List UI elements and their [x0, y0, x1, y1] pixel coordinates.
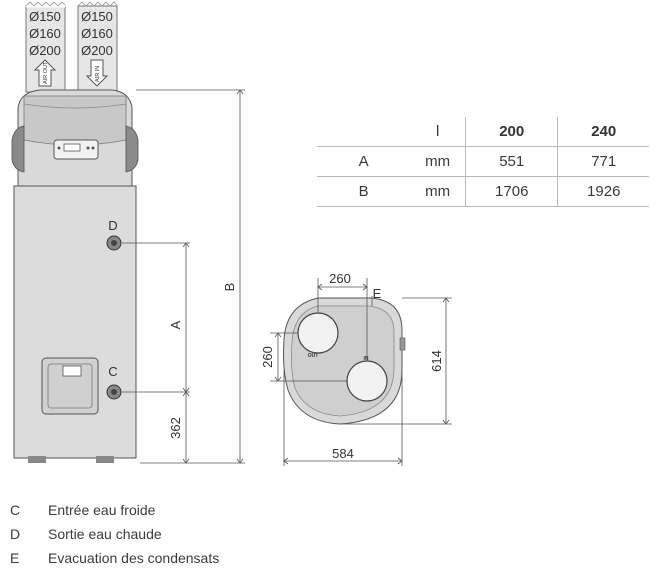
- air-out-label: AIR OUT: [43, 61, 49, 84]
- table-cell: A: [358, 153, 369, 170]
- heat-pump-head: [11, 89, 139, 187]
- dim-584: 584: [332, 446, 354, 461]
- air-in-label: AIR IN: [95, 66, 101, 82]
- legend-key: C: [10, 502, 21, 518]
- label-b: B: [222, 283, 237, 292]
- dimension-lines-top: [270, 278, 452, 466]
- top-view-shape: [283, 297, 406, 425]
- legend-key: D: [10, 526, 21, 542]
- air-duct-right: Ø150 Ø160 Ø200 AIR IN: [77, 1, 118, 93]
- pipe-right-dia-2: Ø160: [81, 26, 113, 41]
- dim-614: 614: [429, 350, 444, 372]
- label-a: A: [168, 320, 183, 329]
- air-out-arrow-icon: [33, 59, 57, 87]
- pipe-right-dia-3: Ø200: [81, 43, 113, 58]
- table-cell: B: [358, 183, 369, 200]
- dimension-table: l 200 240 A mm 551 771 B mm 1706 1926: [317, 117, 649, 207]
- table-header-cell: l: [410, 117, 467, 147]
- table-cell: 551: [465, 146, 559, 177]
- legend-text: Evacuation des condensats: [48, 550, 220, 566]
- legend-item: C Entrée eau froide: [10, 498, 219, 522]
- inlet-circle-icon: [346, 360, 388, 402]
- label-e: E: [373, 286, 382, 301]
- in-label: IN: [364, 356, 369, 362]
- legend: C Entrée eau froide D Sortie eau chaude …: [10, 498, 219, 570]
- pipe-left-dia-1: Ø150: [29, 9, 61, 24]
- dim-362: 362: [168, 417, 183, 439]
- label-d: D: [108, 218, 117, 233]
- legend-key: E: [10, 550, 20, 566]
- access-panel-icon: [41, 357, 99, 415]
- outlet-circle-icon: [297, 312, 339, 354]
- legend-text: Entrée eau froide: [48, 502, 156, 518]
- dim-260-left: 260: [260, 346, 275, 368]
- control-panel-icon: [53, 139, 99, 160]
- table-header-cell: [317, 117, 410, 147]
- table-row: B mm 1706 1926: [317, 176, 649, 207]
- out-label: OUT: [308, 353, 319, 359]
- label-c: C: [108, 364, 117, 379]
- air-in-arrow-icon: [85, 59, 109, 87]
- table-cell: mm: [410, 146, 467, 177]
- pipe-left-dia-3: Ø200: [29, 43, 61, 58]
- pipe-right-dia-1: Ø150: [81, 9, 113, 24]
- table-header-cell: 200: [465, 117, 559, 147]
- dimension-lines-front: [122, 89, 245, 464]
- technical-drawing: Ø150 Ø160 Ø200 AIR OUT Ø150 Ø160 Ø200 AI…: [11, 1, 452, 466]
- legend-text: Sortie eau chaude: [48, 526, 162, 542]
- connector-d-icon: [106, 235, 122, 251]
- table-cell: 771: [591, 153, 617, 170]
- connector-c-icon: [106, 384, 122, 400]
- legend-item: D Sortie eau chaude: [10, 522, 219, 546]
- table-cell: 1706: [465, 176, 559, 207]
- air-duct-left: Ø150 Ø160 Ø200 AIR OUT: [25, 1, 66, 93]
- dim-260-top: 260: [329, 271, 351, 286]
- table-cell: 1926: [587, 183, 621, 200]
- legend-item: E Evacuation des condensats: [10, 546, 219, 570]
- table-header-cell: 240: [591, 123, 617, 140]
- pipe-left-dia-2: Ø160: [29, 26, 61, 41]
- table-row: A mm 551 771: [317, 146, 649, 177]
- table-header-row: l 200 240: [317, 117, 649, 147]
- table-cell: mm: [410, 176, 467, 207]
